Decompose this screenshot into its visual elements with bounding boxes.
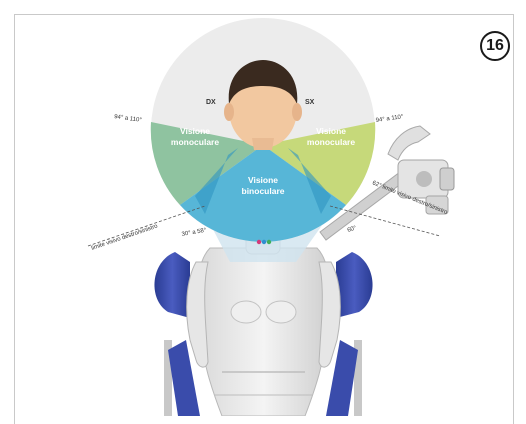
zone-label-monocular-left-2: monoculare bbox=[171, 137, 219, 147]
logo-mark bbox=[257, 240, 271, 244]
limit-label-left: limite visivo destro/sinistro bbox=[91, 223, 159, 252]
zone-label-monocular-right-1: Visione bbox=[316, 126, 346, 136]
zone-label-monocular-right-2: monoculare bbox=[307, 137, 355, 147]
zone-label-binocular-2: binoculare bbox=[242, 186, 285, 196]
side-label-right: DX bbox=[206, 99, 216, 106]
zone-label-binocular-1: Visione bbox=[248, 175, 278, 185]
zone-label-monocular-left-1: Visione bbox=[180, 126, 210, 136]
side-label-left: SX bbox=[305, 99, 315, 106]
angle-label-right-upper: 94° a 110° bbox=[375, 114, 404, 124]
angle-label-right-lower: 60° bbox=[347, 225, 358, 234]
angle-label-left-lower: 30° a 58° bbox=[181, 228, 207, 238]
angle-label-left-upper: 94° a 110° bbox=[114, 114, 143, 124]
